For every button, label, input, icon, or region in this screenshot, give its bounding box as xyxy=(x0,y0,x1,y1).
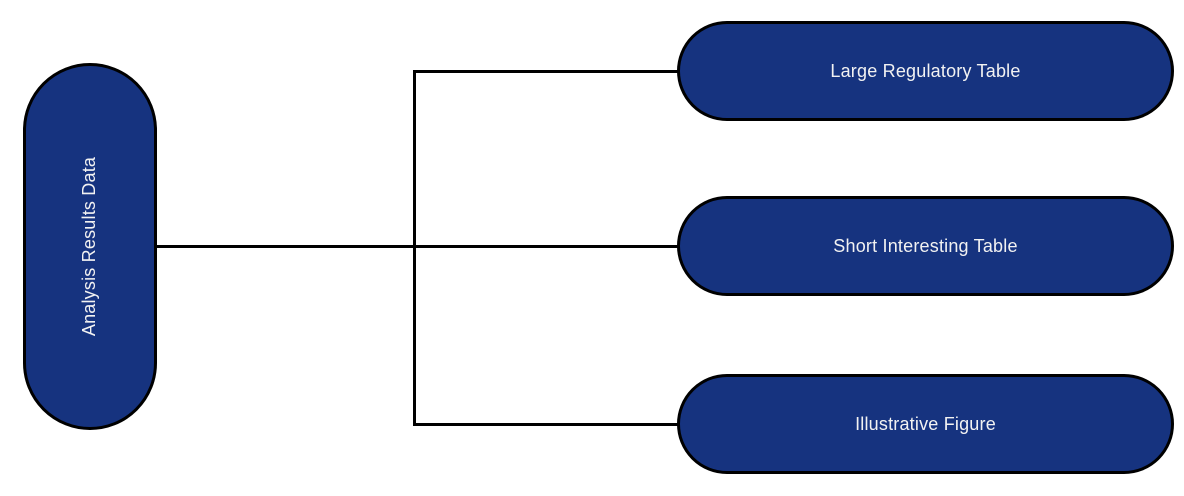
node-short-interesting-table-label: Short Interesting Table xyxy=(833,235,1018,256)
node-analysis-results-data: Analysis Results Data xyxy=(23,63,157,430)
node-large-regulatory-table-label: Large Regulatory Table xyxy=(830,60,1021,81)
node-large-regulatory-table: Large Regulatory Table xyxy=(677,21,1174,121)
connector-root-to-middle xyxy=(155,245,680,248)
connector-branch-top xyxy=(413,70,680,73)
node-analysis-results-data-label: Analysis Results Data xyxy=(79,156,100,337)
node-illustrative-figure: Illustrative Figure xyxy=(677,374,1174,474)
node-short-interesting-table: Short Interesting Table xyxy=(677,196,1174,296)
connector-branch-bottom xyxy=(413,423,680,426)
connector-trunk xyxy=(413,70,416,426)
node-illustrative-figure-label: Illustrative Figure xyxy=(855,413,996,434)
